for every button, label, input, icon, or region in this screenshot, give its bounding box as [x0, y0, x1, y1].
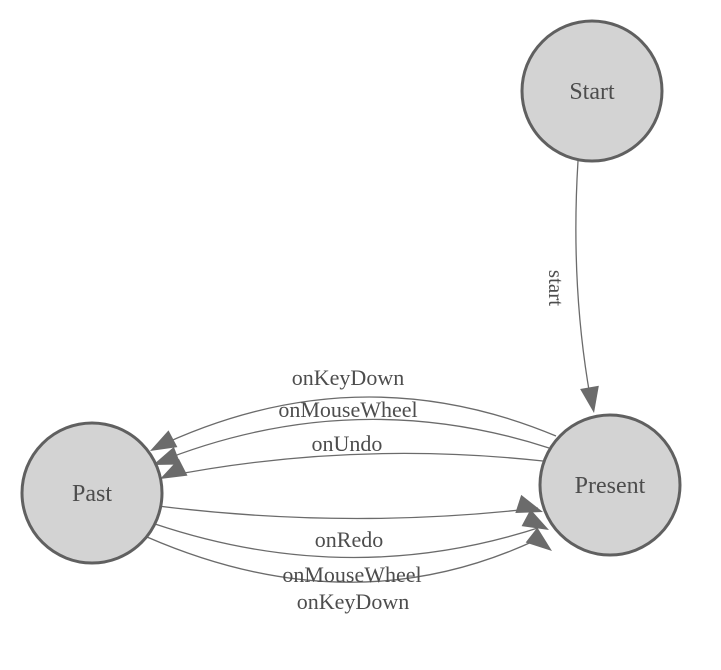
arrowheads: [150, 385, 599, 551]
edge-start-to-present: [575, 160, 593, 408]
state-node-present-label: Present: [575, 473, 646, 499]
state-node-start-label: Start: [569, 79, 615, 105]
edge-past-to-present-onmousewheel: [154, 523, 545, 559]
arrowhead-past-to-present-onredo: [515, 494, 543, 514]
edge-labels: start onKeyDown onMouseWheel onUndo onRe…: [278, 270, 568, 614]
state-nodes: Start Present Past: [20, 19, 682, 565]
edge-label-start: start: [544, 270, 568, 306]
arrowhead-present-to-past-onmousewheel: [153, 446, 181, 465]
state-node-past-label: Past: [72, 481, 112, 507]
edge-label-onkeydown-top: onKeyDown: [292, 365, 404, 390]
arrowhead-start-to-present: [580, 385, 599, 413]
arrowhead-past-to-present-onmousewheel: [521, 509, 549, 530]
edge-label-onmousewheel-top: onMouseWheel: [278, 397, 417, 422]
edge-label-onredo: onRedo: [315, 527, 383, 552]
edge-label-onmousewheel-bottom: onMouseWheel: [282, 562, 421, 587]
state-node-past[interactable]: Past: [20, 421, 164, 565]
arrowhead-present-to-past-onkeydown: [150, 430, 178, 451]
edge-present-to-past-onundo: [162, 452, 544, 478]
arrowhead-present-to-past-onundo: [160, 458, 188, 479]
edge-label-onkeydown-bottom: onKeyDown: [297, 589, 409, 614]
state-node-start-circle[interactable]: [520, 19, 664, 163]
state-node-past-circle[interactable]: [20, 421, 164, 565]
edge-present-to-past-onmousewheel: [155, 418, 550, 464]
edge-lines: [146, 160, 593, 583]
state-node-start[interactable]: Start: [520, 19, 664, 163]
edge-past-to-present-onredo: [157, 505, 539, 520]
arrowhead-past-to-present-onkeydown: [525, 527, 552, 551]
edge-present-to-past-onkeydown: [152, 396, 557, 450]
state-node-present[interactable]: Present: [538, 413, 682, 557]
state-node-present-circle[interactable]: [538, 413, 682, 557]
edge-label-onundo: onUndo: [312, 431, 383, 456]
edge-past-to-present-onkeydown: [146, 536, 537, 583]
